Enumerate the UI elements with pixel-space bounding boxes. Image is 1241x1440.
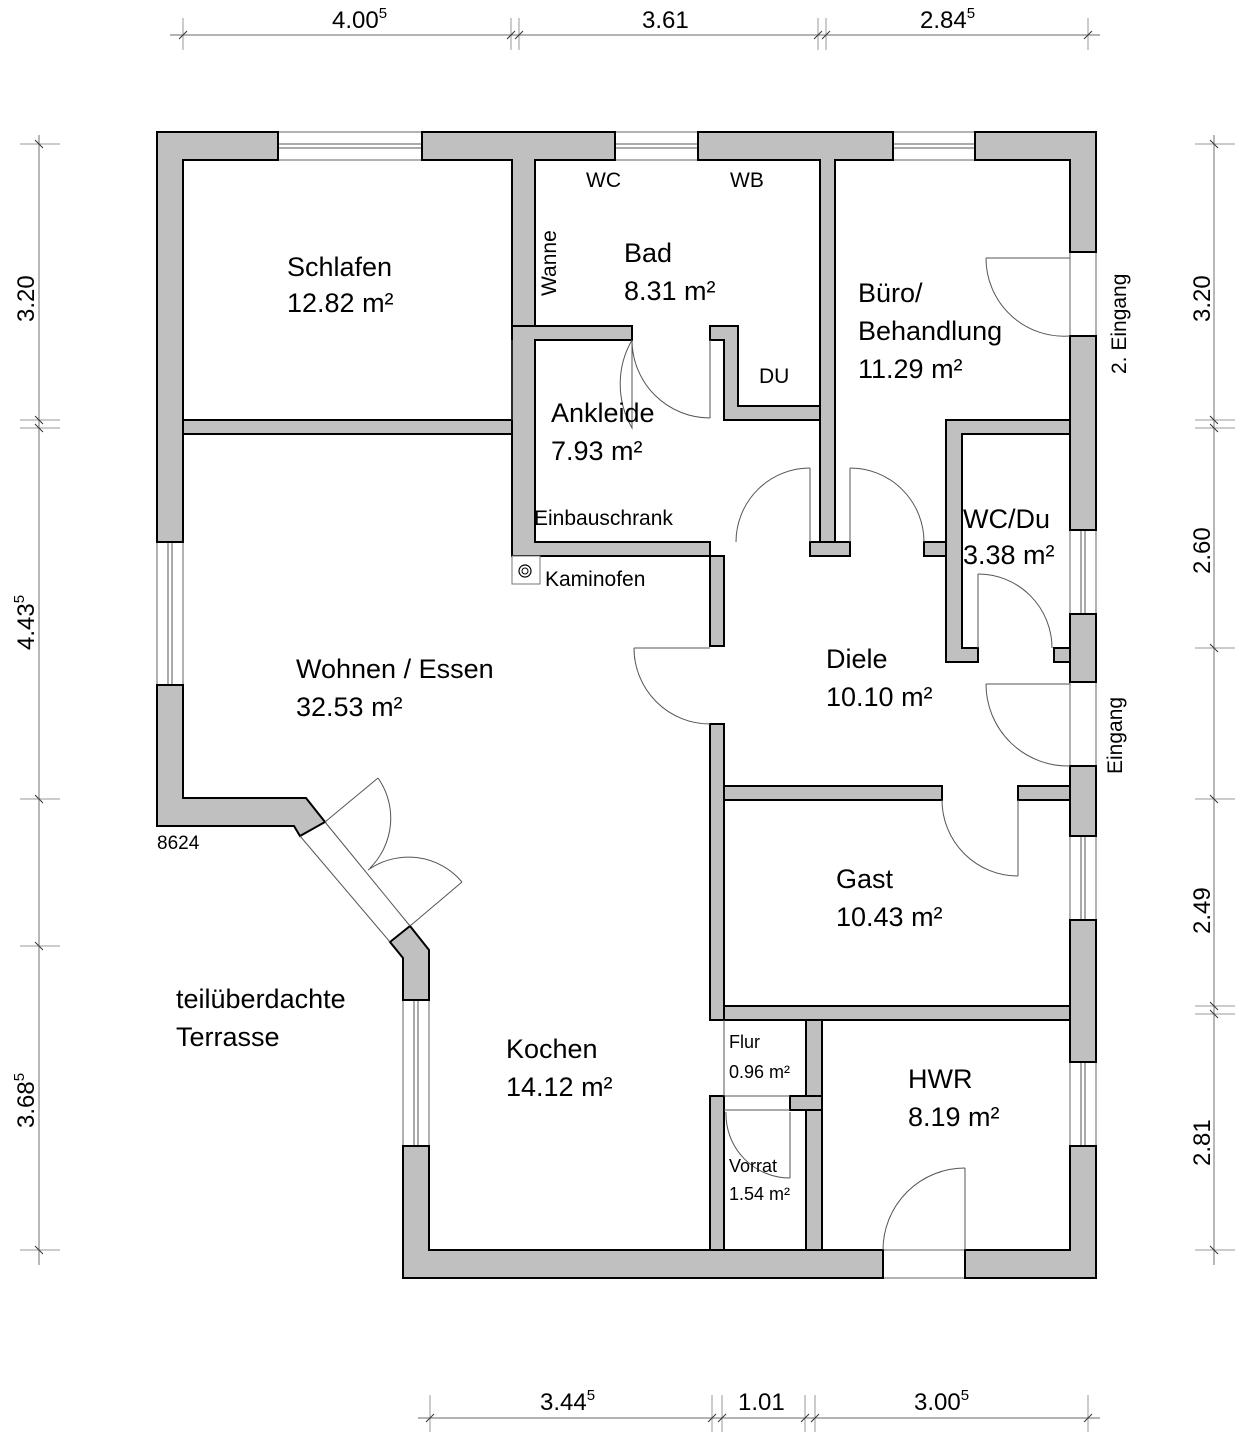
doors[interactable] bbox=[299, 257, 1071, 1251]
room-area-diele: 10.10 m² bbox=[826, 682, 933, 712]
terrace-label-1: teilüberdachte bbox=[176, 984, 346, 1014]
room-name-diele: Diele bbox=[826, 644, 888, 674]
room-area-vorrat: 1.54 m² bbox=[729, 1184, 790, 1204]
dimension-top: 4.005 3.61 2.845 bbox=[170, 5, 1100, 50]
fixture-kaminofen: Kaminofen bbox=[545, 568, 645, 591]
dim-left-3: 3.685 bbox=[11, 1073, 40, 1128]
room-area-schlafen: 12.82 m² bbox=[287, 288, 394, 318]
fixture-labels: WC WB Wanne DU Einbauschrank Kaminofen bbox=[534, 169, 789, 591]
fixture-du: DU bbox=[759, 365, 789, 388]
room-name-ankleide: Ankleide bbox=[551, 398, 655, 428]
room-name-gast: Gast bbox=[836, 864, 894, 894]
dim-right-2: 2.60 bbox=[1189, 527, 1216, 574]
dimension-left: 3.20 4.435 3.685 bbox=[11, 135, 60, 1265]
annotations: 8624 teilüberdachte Terrasse 2. Eingang … bbox=[157, 274, 1131, 1052]
room-name-wcdu: WC/Du bbox=[963, 504, 1050, 534]
fixture-einbauschrank: Einbauschrank bbox=[534, 507, 673, 530]
plan-id: 8624 bbox=[157, 833, 200, 854]
room-name-flur: Flur bbox=[729, 1032, 760, 1052]
dim-bottom-2: 1.01 bbox=[738, 1389, 785, 1416]
dim-top-3: 2.845 bbox=[920, 5, 975, 34]
room-name-buero-2: Behandlung bbox=[858, 316, 1002, 346]
room-name-vorrat: Vorrat bbox=[729, 1156, 777, 1176]
fixture-wanne: Wanne bbox=[538, 230, 561, 296]
room-name-hwr: HWR bbox=[908, 1064, 972, 1094]
stove-icon bbox=[511, 555, 541, 585]
dim-top-1: 4.005 bbox=[332, 5, 387, 34]
room-area-ankleide: 7.93 m² bbox=[551, 436, 643, 466]
room-area-kochen: 14.12 m² bbox=[506, 1072, 613, 1102]
room-area-hwr: 8.19 m² bbox=[908, 1102, 1000, 1132]
room-name-schlafen: Schlafen bbox=[287, 252, 392, 282]
room-area-buero: 11.29 m² bbox=[858, 354, 963, 384]
fixture-wc: WC bbox=[586, 169, 621, 192]
room-area-flur: 0.96 m² bbox=[729, 1062, 790, 1082]
windows bbox=[156, 131, 1097, 1279]
room-name-buero: Büro/ bbox=[858, 278, 923, 308]
dim-bottom-1: 3.445 bbox=[540, 1387, 595, 1416]
room-area-bad: 8.31 m² bbox=[624, 276, 716, 306]
dim-bottom-3: 3.005 bbox=[914, 1387, 969, 1416]
room-labels: Schlafen 12.82 m² Bad 8.31 m² Büro/ Beha… bbox=[287, 238, 1055, 1204]
dim-top-2: 3.61 bbox=[642, 7, 689, 34]
dimension-bottom: 3.445 1.01 3.005 bbox=[418, 1387, 1100, 1432]
room-name-wohnen: Wohnen / Essen bbox=[296, 654, 494, 684]
room-area-gast: 10.43 m² bbox=[836, 902, 943, 932]
room-area-wcdu: 3.38 m² bbox=[963, 540, 1055, 570]
room-name-bad: Bad bbox=[624, 238, 672, 268]
dimension-right: 3.20 2.60 2.49 2.81 bbox=[1189, 135, 1235, 1265]
walls[interactable] bbox=[156, 131, 1097, 1279]
fixture-wb: WB bbox=[730, 169, 764, 192]
terrace-label-2: Terrasse bbox=[176, 1022, 280, 1052]
dim-left-1: 3.20 bbox=[13, 275, 40, 322]
dim-right-4: 2.81 bbox=[1189, 1119, 1216, 1166]
dim-left-2: 4.435 bbox=[11, 595, 40, 650]
dim-right-3: 2.49 bbox=[1189, 887, 1216, 934]
entrance-2-label: 2. Eingang bbox=[1108, 274, 1131, 374]
room-area-wohnen: 32.53 m² bbox=[296, 692, 403, 722]
room-name-kochen: Kochen bbox=[506, 1034, 598, 1064]
dim-right-1: 3.20 bbox=[1189, 275, 1216, 322]
entrance-main-label: Eingang bbox=[1104, 697, 1127, 774]
